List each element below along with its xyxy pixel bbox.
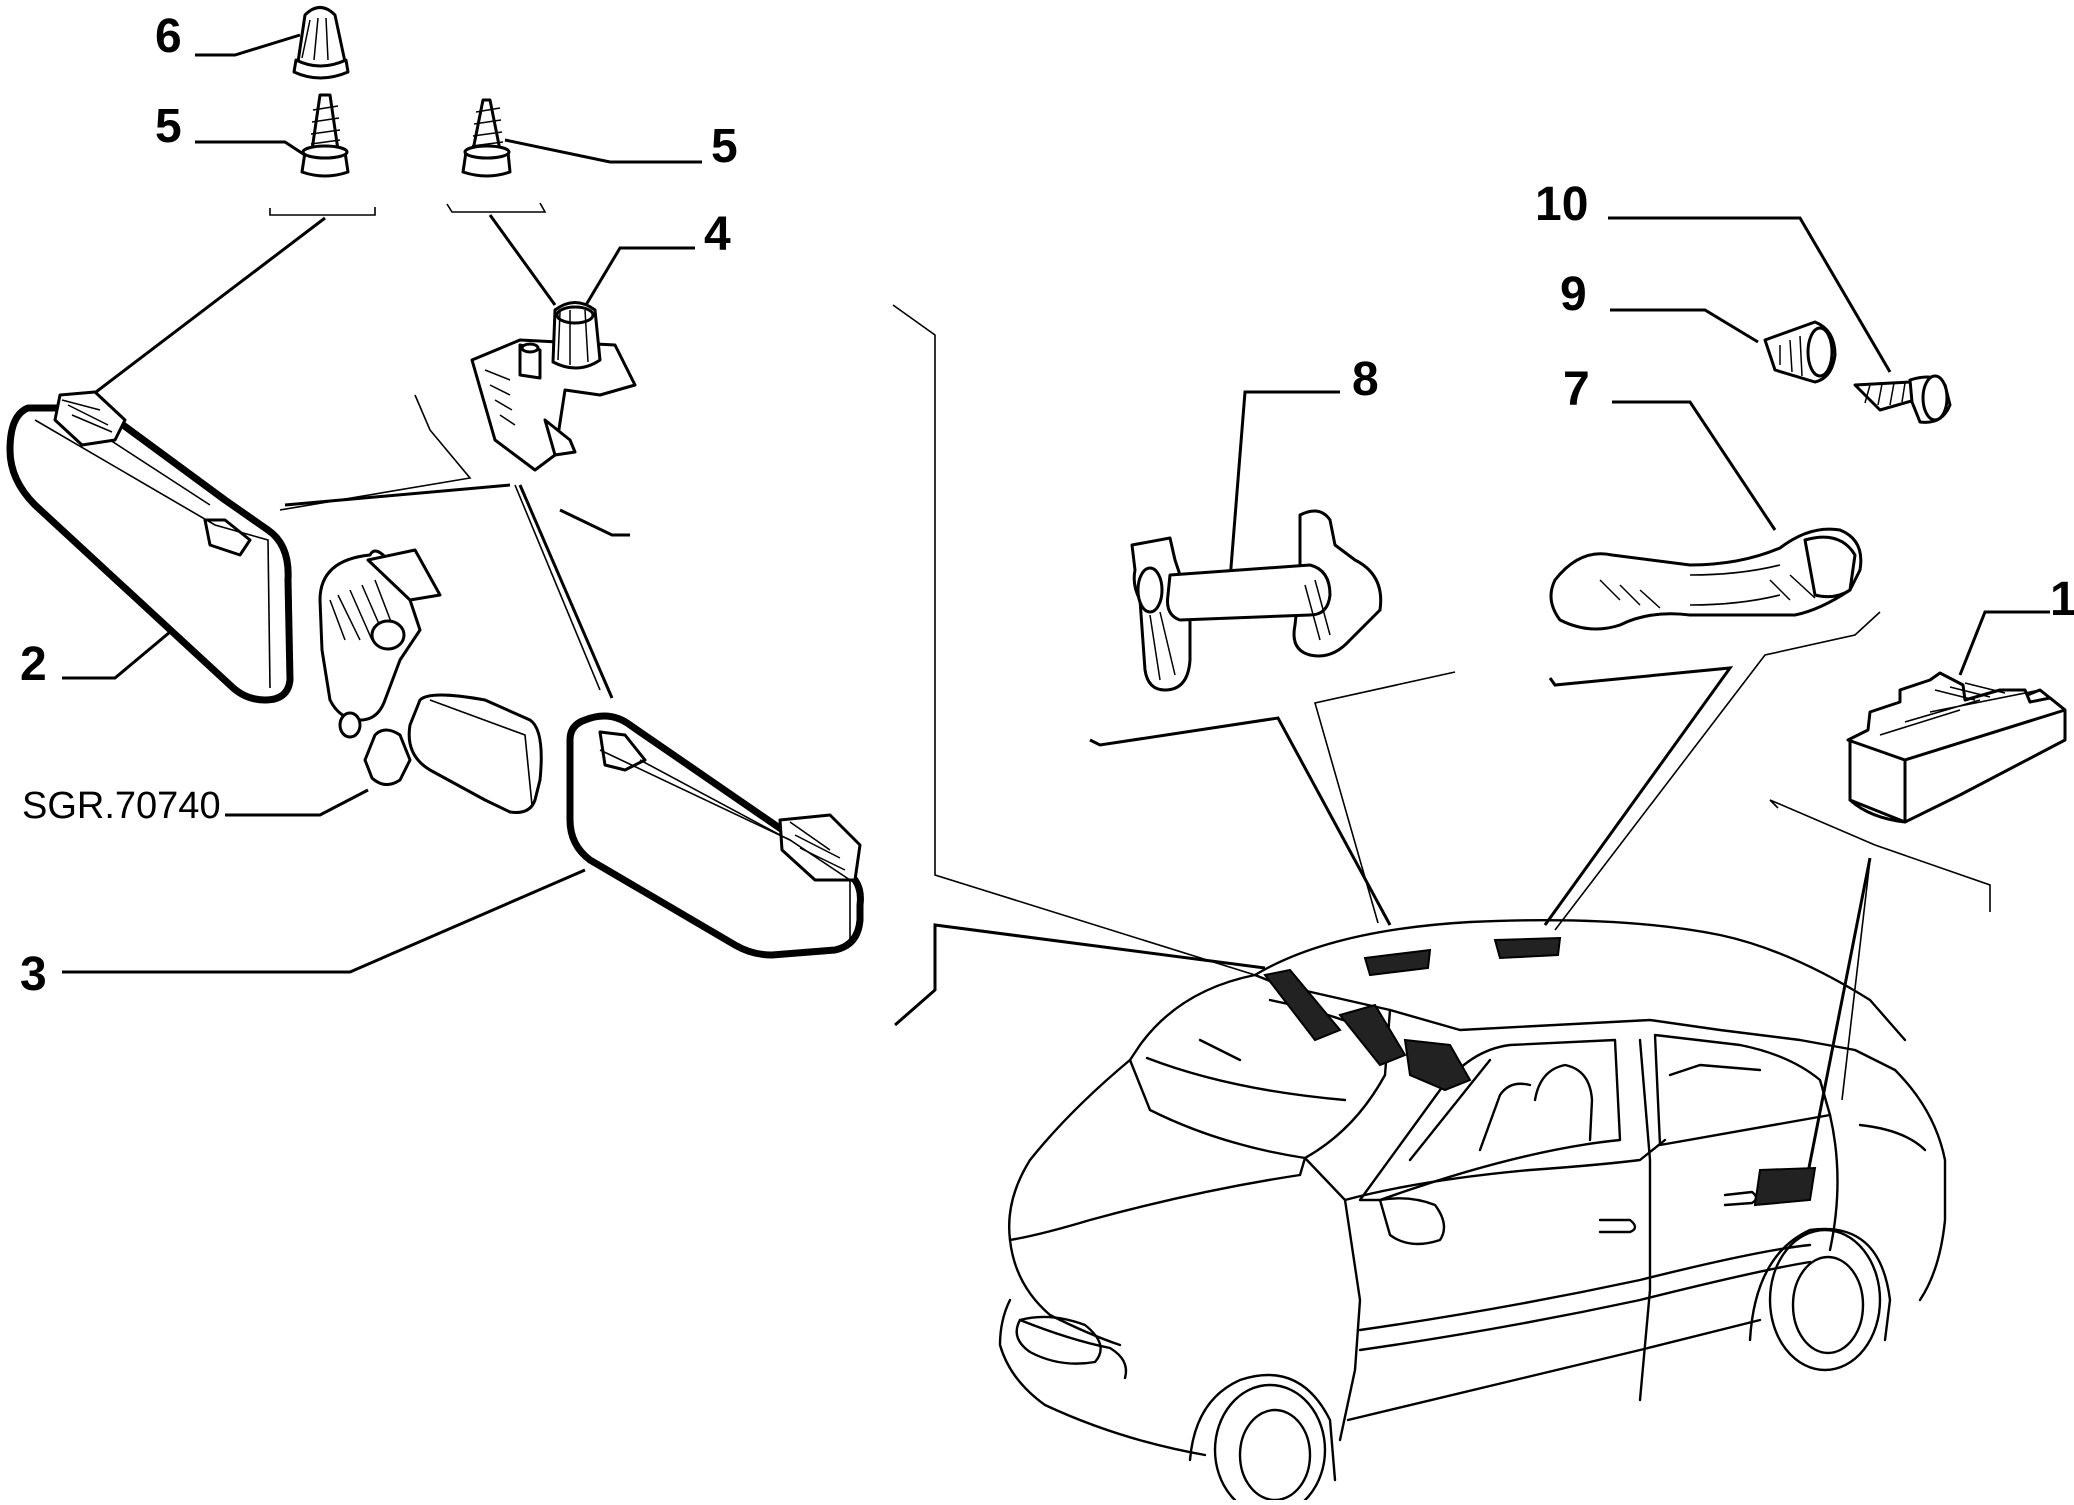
visor-mount-bracket-4 — [470, 301, 637, 472]
sun-visor-3 — [566, 712, 864, 959]
plug-cap-6 — [292, 6, 350, 80]
screw-5-left — [300, 93, 350, 178]
callout-4: 4 — [704, 208, 731, 261]
interior-light-lens-1 — [1846, 671, 2067, 824]
car-handle-8-position — [1363, 948, 1432, 977]
callout-3-text: 3 — [20, 948, 47, 1001]
plug-cap-9 — [1763, 320, 1837, 384]
callout-6: 6 — [155, 10, 182, 63]
reference-code: SGR.70740 — [22, 785, 221, 827]
callout-7: 7 — [1563, 363, 1590, 416]
callout-9: 9 — [1560, 268, 1587, 321]
rearview-mirror — [318, 548, 543, 814]
callout-2: 2 — [20, 638, 47, 691]
grab-handle-7 — [1549, 527, 1863, 631]
car-handle-7-position — [1493, 936, 1562, 960]
callout-1: 1 — [2050, 573, 2074, 626]
callout-5-left: 5 — [155, 100, 182, 153]
callout-10: 10 — [1535, 178, 1588, 231]
sun-visor-2 — [6, 390, 294, 704]
car-lens-1-position — [1753, 1166, 1817, 1207]
car-visor-left-position — [1263, 968, 1472, 1092]
screw-5-right — [461, 98, 512, 178]
car-outline — [998, 918, 1947, 1505]
screw-10 — [1853, 374, 1952, 424]
callout-5-right: 5 — [711, 120, 738, 173]
callout-8: 8 — [1352, 353, 1379, 406]
grab-handle-8 — [1130, 509, 1383, 692]
